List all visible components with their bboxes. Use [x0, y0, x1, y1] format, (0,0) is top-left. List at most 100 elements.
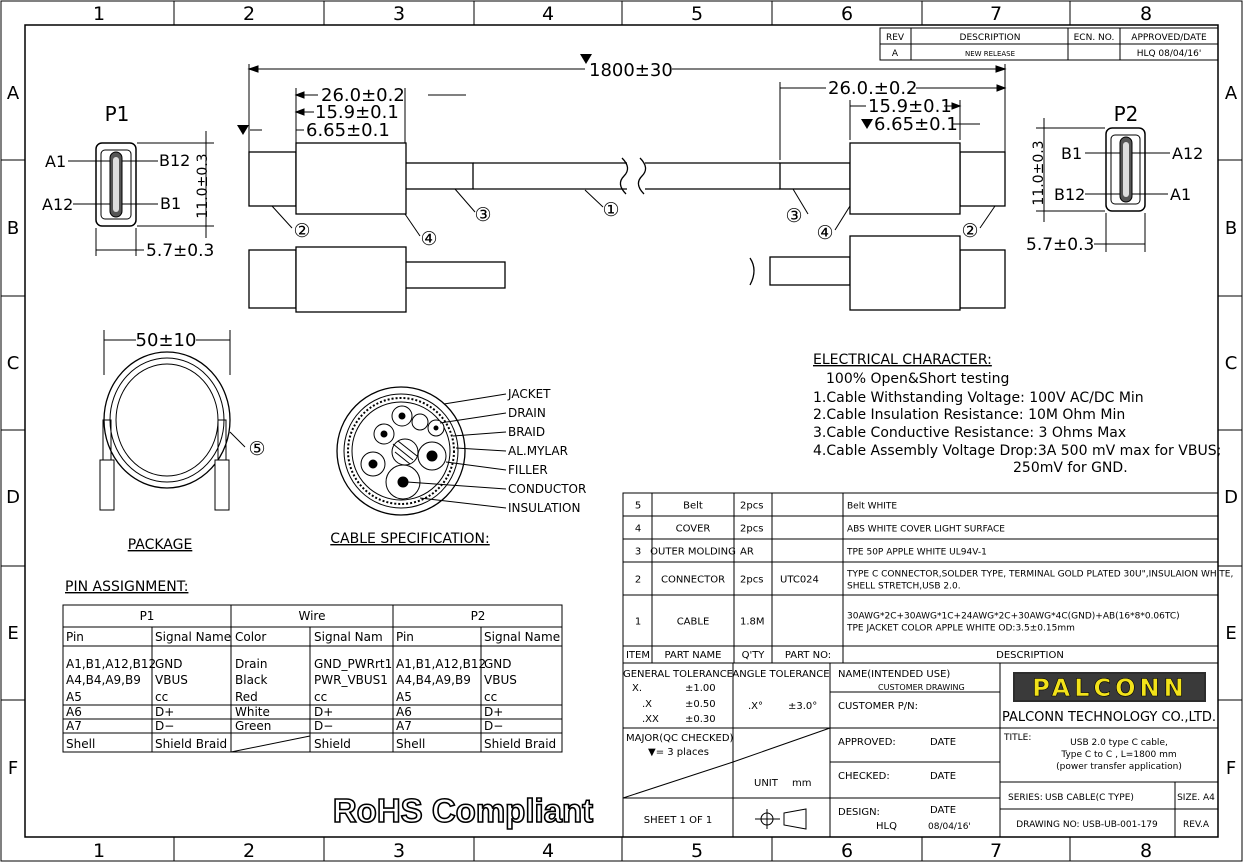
p2-pin-b1: B1 — [1061, 144, 1082, 163]
pin-table-cell: A7 — [66, 719, 82, 733]
designer: HLQ — [876, 821, 897, 832]
pin-group-wire: Wire — [299, 609, 326, 623]
ecn-header: ECN. NO. — [1074, 33, 1115, 43]
row-label-right: C — [1225, 353, 1238, 374]
pin-table-cell: A1,B1,A12,B12 — [66, 657, 156, 671]
electrical-line: 4.Cable Assembly Voltage Drop:3A 500 mV … — [813, 443, 1221, 459]
bom-cell-name: COVER — [676, 524, 711, 535]
revision-table — [879, 27, 1219, 61]
checked-label: CHECKED: — [838, 771, 890, 782]
layer-conductor: CONDUCTOR — [508, 482, 586, 496]
row-label-left: C — [7, 353, 20, 374]
bom-cell-description: Belt WHITE — [847, 502, 897, 512]
p2-title: P2 — [1114, 102, 1139, 126]
layer-filler: FILLER — [508, 463, 548, 477]
col-label-top: 2 — [243, 3, 255, 25]
row-label-right: E — [1225, 623, 1236, 644]
bom-cell-description: TPE JACKET COLOR APPLE WHITE OD:3.5±0.15… — [846, 624, 1075, 634]
bom-cell-description: ABS WHITE COVER LIGHT SURFACE — [847, 525, 1005, 535]
row-label-left: A — [7, 83, 20, 104]
p1-height-dim: 11.0±0.3 — [195, 153, 211, 218]
name-value: CUSTOMER DRAWING — [878, 683, 965, 692]
layer-jacket: JACKET — [507, 387, 551, 401]
bom-cell-item: 1 — [635, 617, 641, 628]
electrical-title: ELECTRICAL CHARACTER: — [813, 352, 992, 368]
row-label-right: D — [1224, 487, 1238, 508]
bom-cell-description: SHELL STRETCH,USB 2.0. — [847, 582, 961, 592]
palconn-logo: PALCONN — [1013, 672, 1206, 702]
pin-table-header: Signal Name — [155, 630, 231, 644]
unit-value: mm — [792, 778, 811, 789]
package-label: PACKAGE — [128, 537, 193, 553]
balloon-4: ④ — [816, 222, 833, 244]
balloon-1: ① — [602, 199, 619, 221]
tol-x2-val: ±0.30 — [685, 714, 716, 725]
pin-table-cell: Shield — [314, 737, 351, 751]
p2-height-dim: 11.0±0.3 — [1031, 140, 1047, 205]
row-label-left: F — [8, 758, 18, 779]
balloon-5: ⑤ — [248, 438, 265, 460]
bom-cell-name: CONNECTOR — [661, 575, 725, 586]
pin-table-header: Color — [235, 630, 266, 644]
rev-header: REV — [886, 33, 905, 43]
title-block-grid — [622, 662, 1219, 838]
pin-table-cell: Red — [235, 690, 258, 704]
bom-header-item: ITEM — [626, 650, 650, 661]
col-label-bottom: 2 — [243, 840, 255, 862]
bom-cell-item: 3 — [635, 547, 641, 558]
pin-table-cell: GND_PWRrt1 — [314, 657, 392, 671]
row-label-left: E — [7, 623, 18, 644]
right-plug-dimensions — [779, 82, 1007, 160]
layer-braid: BRAID — [508, 425, 545, 439]
critical-dimension-marker — [861, 119, 873, 129]
pin-table-cell: D− — [155, 719, 174, 733]
col-label-bottom: 6 — [841, 840, 853, 862]
tol-x-val: ±1.00 — [685, 683, 716, 694]
p2-connector-face: P2 B1 B12 A12 A1 11.0±0.3 5.7±0.3 — [1026, 102, 1203, 255]
bom-header-description: DESCRIPTION — [996, 650, 1064, 661]
balloon-3: ③ — [474, 204, 491, 226]
col-label-top: 8 — [1140, 3, 1152, 25]
bom-cell-description: TYPE C CONNECTOR,SOLDER TYPE, TERMINAL G… — [846, 570, 1233, 580]
title-label: TITLE: — [1003, 733, 1031, 743]
sheet-number: SHEET 1 OF 1 — [644, 815, 713, 826]
pin-table-cell: D+ — [155, 705, 174, 719]
row-label-right: F — [1226, 758, 1236, 779]
logo-wordmark: PALCONN — [1032, 674, 1187, 702]
col-label-top: 1 — [93, 3, 105, 25]
pin-table-cell: Shell — [66, 737, 95, 751]
pin-table-cell: A6 — [66, 705, 82, 719]
pin-table-cell: Shield Braid — [484, 737, 556, 751]
pin-table-cell: A7 — [396, 719, 412, 733]
balloon-2: ② — [293, 220, 310, 242]
angle-x: .X° — [748, 701, 763, 712]
pin-group-p2: P2 — [471, 609, 486, 623]
col-label-top: 6 — [841, 3, 853, 25]
cable-cross-section — [336, 386, 466, 516]
p2-pin-a1: A1 — [1170, 185, 1191, 204]
pin-table-cell: A5 — [396, 690, 412, 704]
angle-tolerance-label: ANGLE TOLERANCE — [732, 669, 829, 680]
pin-table-cell: Drain — [235, 657, 267, 671]
critical-dimension-marker — [580, 54, 592, 64]
bom-header-qty: Q'TY — [742, 650, 766, 661]
layer-insulation: INSULATION — [508, 501, 580, 515]
electrical-line: 3.Cable Conductive Resistance: 3 Ohms Ma… — [813, 425, 1126, 441]
pin-table-cell: cc — [484, 690, 497, 704]
bom-cell-name: OUTER MOLDING — [650, 547, 736, 558]
p1-pin-a1: A1 — [45, 152, 66, 171]
pin-table-cell: VBUS — [155, 673, 188, 687]
major-note: ▼= 3 places — [648, 747, 709, 758]
rev-value: A — [892, 49, 899, 59]
left-dim-26: 26.0±0.2 — [321, 85, 405, 106]
balloon-2: ② — [961, 220, 978, 242]
drawing-number: DRAWING NO: USB-UB-001-179 — [1016, 820, 1158, 830]
row-label-right: A — [1225, 83, 1238, 104]
right-dim-6-65: 6.65±0.1 — [874, 114, 958, 135]
name-label: NAME(INTENDED USE) — [838, 669, 950, 680]
general-tolerance-label: GENERAL TOLERANCE — [623, 669, 733, 680]
right-plug-top-view — [749, 235, 1006, 311]
